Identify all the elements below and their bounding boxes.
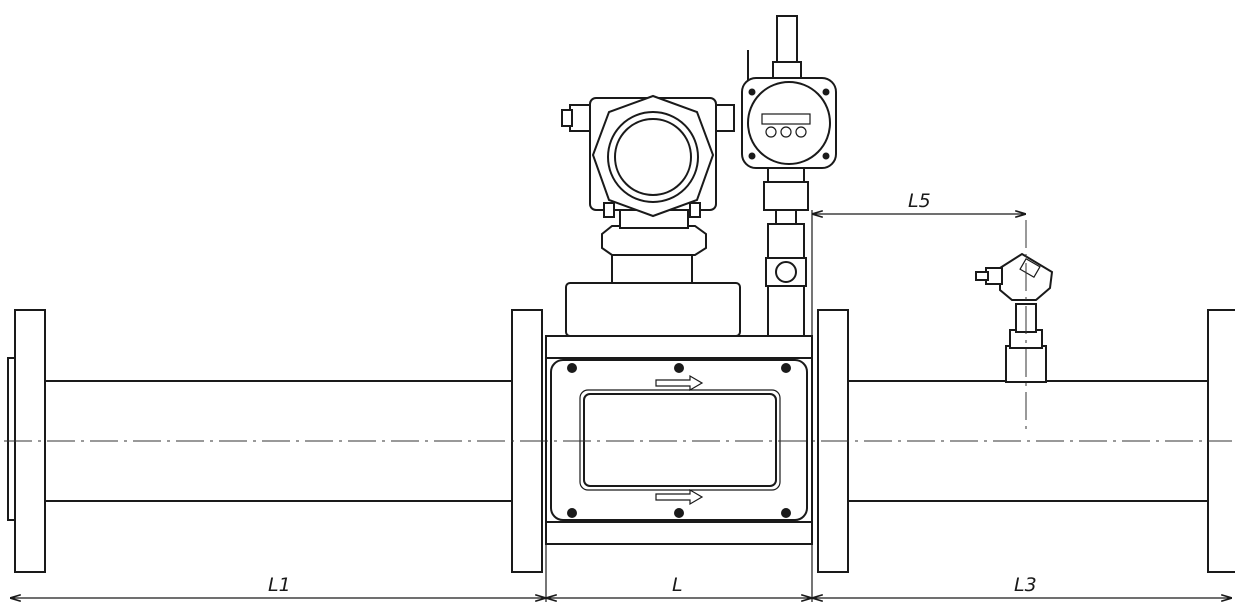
bolt — [781, 508, 791, 518]
transmitter-screw — [603, 202, 615, 218]
cable-entry-right — [715, 104, 735, 132]
meter-window-outer — [579, 389, 781, 491]
transmitter-cover-hex — [591, 94, 715, 218]
meter-top-band — [545, 335, 813, 359]
bolt — [674, 363, 684, 373]
meter-window-inner — [583, 393, 777, 487]
transmitter-collar — [601, 225, 707, 256]
meter-lower-band — [545, 521, 813, 545]
sensor-label-plate — [1019, 257, 1041, 279]
right-arrow-icon — [655, 488, 704, 506]
dimensions: L1 L L3 L5 — [10, 190, 1232, 602]
dim-label-l3: L3 — [1014, 574, 1037, 596]
transmitter-screw — [689, 202, 701, 218]
valve-lower-fitting — [767, 285, 805, 337]
sensor-tube — [775, 209, 797, 225]
valve-ball — [775, 261, 797, 283]
display-screw — [822, 88, 830, 96]
display-button — [795, 126, 807, 138]
cable-gland-left — [561, 109, 573, 127]
right-arrow-icon — [655, 374, 704, 392]
display-screw — [748, 88, 756, 96]
display-button — [780, 126, 792, 138]
bolt — [567, 363, 577, 373]
display-unit-window — [761, 113, 811, 125]
pressure-gauge-assembly — [741, 15, 837, 337]
display-screw — [822, 152, 830, 160]
bolt — [674, 508, 684, 518]
display-button — [765, 126, 777, 138]
meter-body — [545, 282, 813, 545]
meter-cover-plate — [550, 359, 808, 521]
transmitter-head — [561, 94, 735, 284]
temperature-sensor — [975, 252, 1054, 383]
sensor-neck — [767, 167, 805, 183]
sensor-hex-nut — [763, 181, 809, 211]
bolt — [781, 363, 791, 373]
display-unit-body — [741, 77, 837, 169]
display-unit-face — [747, 81, 831, 165]
dim-label-l5: L5 — [908, 190, 931, 212]
sensor-cable-end — [975, 271, 989, 281]
dim-label-l: L — [672, 574, 683, 596]
valve-upper-fitting — [767, 223, 805, 259]
transmitter-base — [565, 282, 741, 337]
transmitter-display — [614, 118, 692, 196]
bolt — [567, 508, 577, 518]
antenna — [776, 15, 798, 65]
antenna-base — [772, 61, 802, 79]
dim-label-l1: L1 — [268, 574, 291, 596]
transmitter-cover-ring — [607, 111, 699, 203]
display-screw — [748, 152, 756, 160]
